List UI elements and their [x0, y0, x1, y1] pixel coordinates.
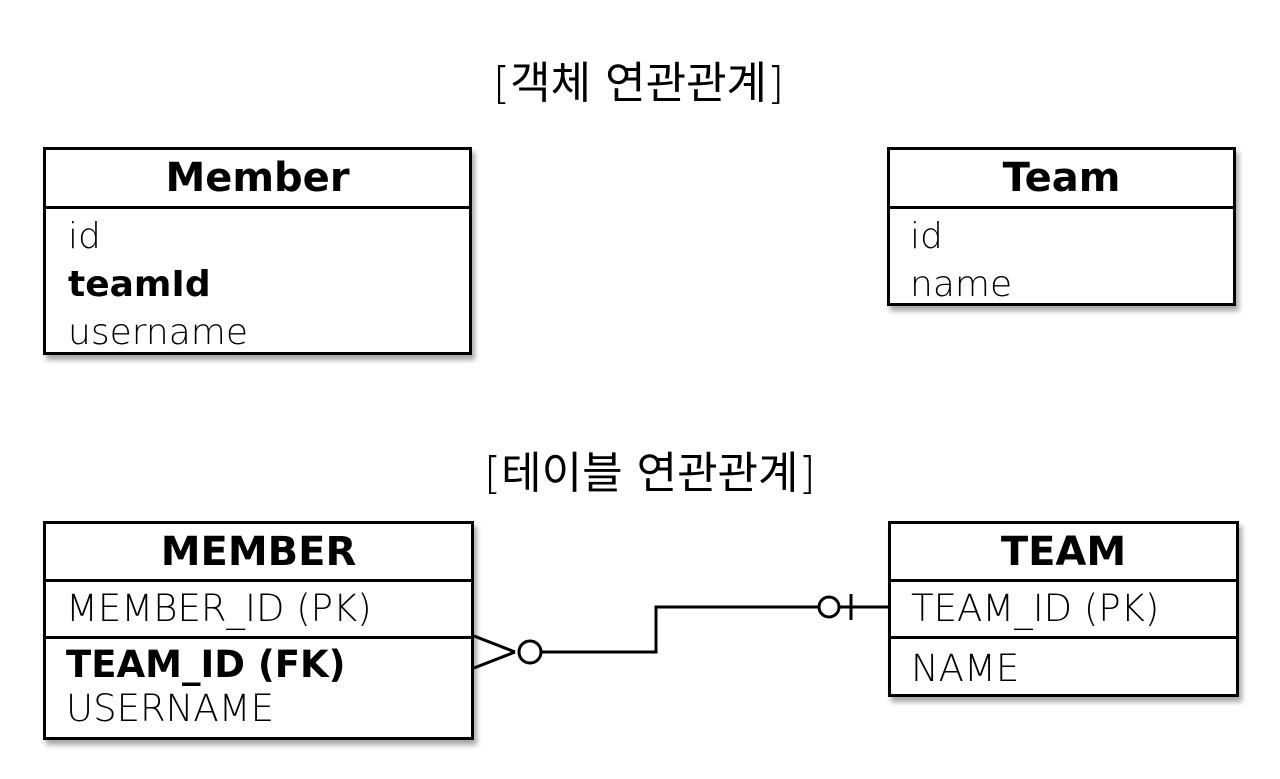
table-relationship-title: [테이블 연관관계]	[484, 448, 816, 499]
entity-attribute: USERNAME	[66, 687, 274, 730]
entity-attribute: username	[68, 312, 248, 353]
entity-attribute: name	[910, 264, 1013, 305]
foreign-key-attribute: TEAM_ID (FK)	[66, 643, 346, 686]
object-relationship-title: [객체 연관관계]	[493, 58, 785, 109]
table-team-entity: TEAM TEAM_ID (PK) NAME	[888, 521, 1239, 697]
entity-name: Member	[46, 150, 469, 209]
entity-name: Team	[890, 150, 1233, 209]
table-member-entity: MEMBER MEMBER_ID (PK) TEAM_ID (FK) USERN…	[43, 521, 474, 740]
object-team-entity: Team id name	[887, 147, 1236, 306]
zero-or-many-marker	[473, 634, 543, 670]
primary-key-attribute: TEAM_ID (PK)	[891, 582, 1236, 639]
relationship-line	[541, 605, 818, 654]
object-member-entity: Member id teamId username	[43, 147, 472, 355]
entity-attribute: id	[910, 216, 943, 257]
entity-attribute: NAME	[911, 647, 1020, 690]
primary-key-attribute: MEMBER_ID (PK)	[46, 582, 471, 639]
zero-or-one-marker	[817, 594, 888, 620]
entity-attribute-highlighted: teamId	[68, 264, 211, 305]
entity-name: MEMBER	[46, 524, 471, 582]
entity-attribute: id	[68, 216, 101, 257]
entity-name: TEAM	[891, 524, 1236, 582]
